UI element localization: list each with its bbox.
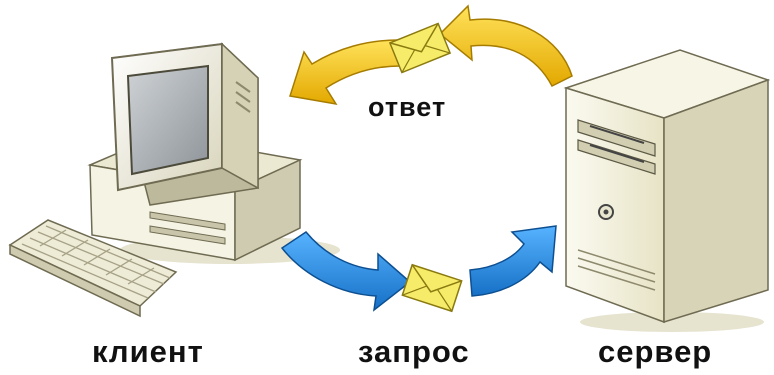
keyboard-icon (8, 219, 178, 318)
request-arrow-right (469, 225, 557, 297)
response-label: ответ (368, 92, 447, 122)
server-label: сервер (598, 334, 713, 369)
client-computer-icon (87, 42, 340, 264)
request-arrow-left (280, 231, 412, 312)
response-arrow-right (438, 4, 573, 87)
client-label: клиент (92, 334, 204, 369)
response-arrow-left (289, 39, 401, 106)
envelope-icon (401, 263, 463, 313)
envelope-icon (388, 22, 452, 74)
request-label: запрос (358, 334, 470, 369)
server-tower-icon (563, 49, 771, 332)
